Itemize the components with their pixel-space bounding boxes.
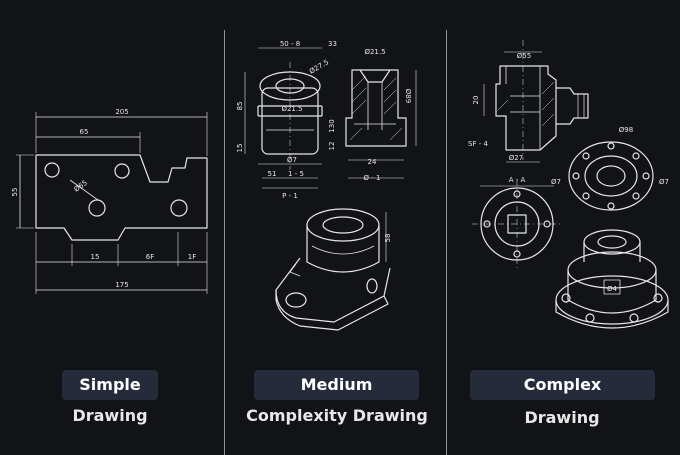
medium-dim-bottom-e: Ø - 1 [364,174,381,182]
complex-dim-bottom: Ø27 [509,154,523,162]
medium-cylinder-drawing [244,47,417,331]
simple-dim-b3: 1F [188,253,196,261]
iso-flange-base [555,275,669,325]
iso-flange-top [583,229,641,255]
plate-hole-2 [114,163,130,179]
medium-dim-top-b: 33 [328,40,337,48]
medium-title-label: Medium [254,370,419,400]
medium-dim-iso: 58 [384,234,392,243]
shaft-section [495,65,557,151]
simple-dim-left: 55 [11,188,19,197]
simple-dim-mid: 65 [80,128,89,136]
plate-hole-1 [44,162,60,178]
medium-subtitle: Complexity Drawing [246,406,428,425]
medium-section-label: P - 1 [282,192,298,200]
plate-hole-4 [170,199,188,217]
complex-dim-sf: SF - 4 [468,140,488,148]
complex-dim-left: 20 [472,96,480,105]
complex-dim-side-a: Ø7 [551,178,561,186]
medium-dim-left-b: 15 [236,144,244,153]
medium-dim-left-a: 85 [236,102,244,111]
section-view [345,69,407,147]
complex-iso-label: Ø4 [607,285,618,293]
medium-dim-mid-b: 12 [328,142,336,151]
complex-dim-top: Ø55 [517,52,531,60]
complex-dim-side-b: Ø7 [659,178,669,186]
simple-dim-top: 205 [115,108,128,116]
complex-dim-right: Ø98 [619,126,633,134]
medium-dim-right-v: Ø89 [404,89,412,103]
simple-subtitle: Drawing [72,406,148,425]
simple-dim-b1: 15 [91,253,100,261]
iso-cylinder-top [306,208,380,242]
complex-section-label: A - A [509,176,526,184]
medium-dim-bottom-d: 24 [368,158,377,166]
plate-outline [35,154,208,241]
medium-dim-top-c: Ø27.5 [308,58,330,75]
divider-right [446,30,447,455]
flange-top-view [568,141,654,211]
medium-dim-bottom-a: Ø7 [287,156,297,164]
simple-title-label: Simple [62,370,158,400]
medium-dim-bottom-b: 51 [268,170,277,178]
medium-dim-face: Ø21.5 [281,105,302,113]
simple-dim-b2: 6F [146,253,154,261]
plate-hole-3 [88,199,106,217]
simple-dim-bottom: 175 [115,281,128,289]
medium-dim-top-a: 50 - 8 [280,40,300,48]
complex-subtitle: Drawing [524,408,600,427]
medium-dim-mid-a: 130 [328,119,336,132]
simple-plate-drawing [16,112,208,294]
complex-title-label: Complex [470,370,655,400]
divider-left [224,30,225,455]
complex-assembly-drawing [472,40,669,329]
medium-dim-right-top: Ø21.5 [364,48,385,56]
medium-dim-bottom-c: 1 - 5 [288,170,304,178]
